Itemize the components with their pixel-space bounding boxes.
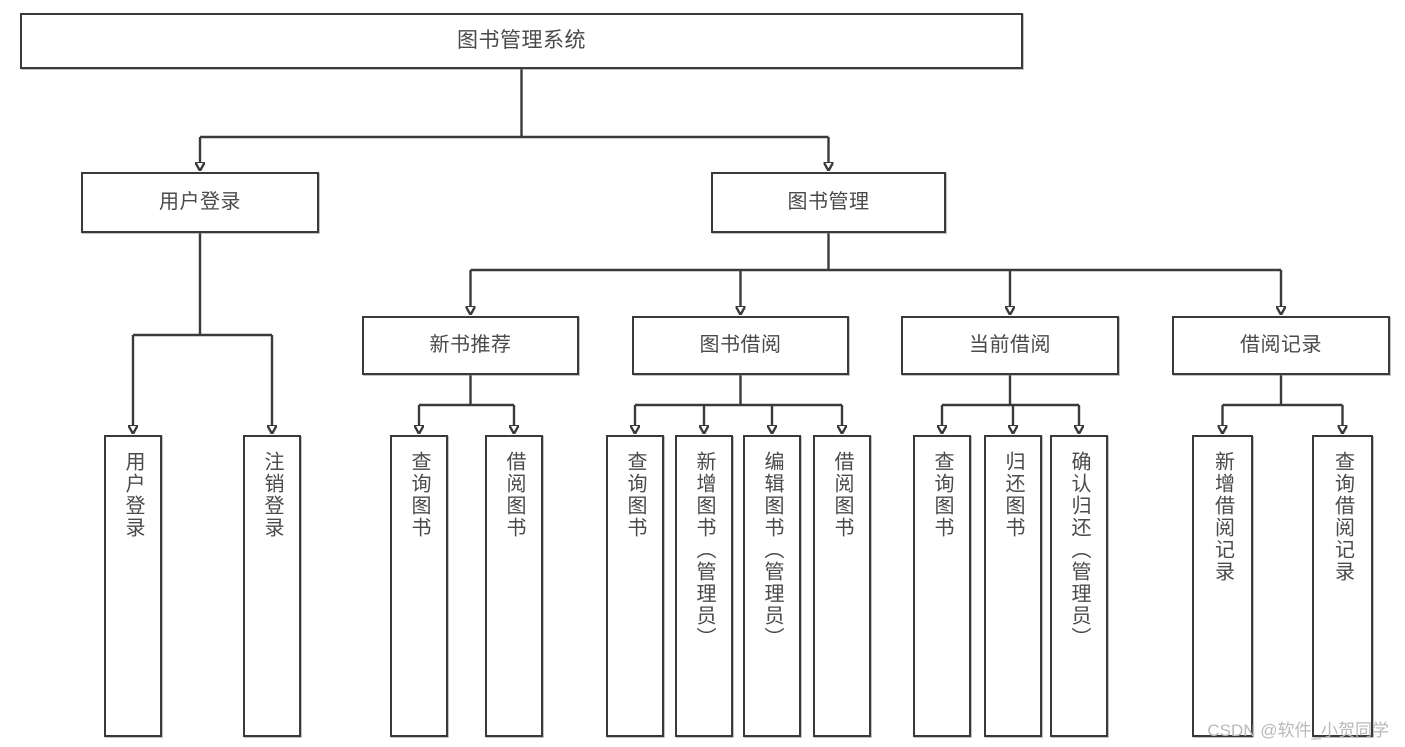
node-label: 查询图书 <box>931 451 953 539</box>
node-level1-0[interactable]: 用户登录 <box>81 172 319 233</box>
node-leaf-4[interactable]: 查询图书 <box>606 435 664 737</box>
node-leaf-0[interactable]: 用户登录 <box>104 435 162 737</box>
node-leaf-10[interactable]: 确认归还（管理员） <box>1050 435 1108 737</box>
node-label: 借阅图书 <box>831 451 853 539</box>
node-label: 注销登录 <box>261 451 283 539</box>
node-level2-3[interactable]: 借阅记录 <box>1172 316 1390 375</box>
node-leaf-12[interactable]: 查询借阅记录 <box>1312 435 1373 737</box>
node-label: 确认归还（管理员） <box>1068 451 1090 649</box>
node-leaf-6[interactable]: 编辑图书（管理员） <box>743 435 801 737</box>
node-label: 图书管理 <box>787 191 870 214</box>
node-label: 当前借阅 <box>969 334 1051 357</box>
node-leaf-5[interactable]: 新增图书（管理员） <box>675 435 733 737</box>
node-leaf-1[interactable]: 注销登录 <box>243 435 301 737</box>
node-label: 图书管理系统 <box>457 29 586 53</box>
node-level2-0[interactable]: 新书推荐 <box>362 316 579 375</box>
node-label: 查询图书 <box>624 451 646 539</box>
node-label: 图书借阅 <box>699 334 782 357</box>
node-label: 借阅记录 <box>1240 334 1322 357</box>
node-label: 用户登录 <box>159 191 241 214</box>
node-level2-1[interactable]: 图书借阅 <box>632 316 849 375</box>
node-leaf-3[interactable]: 借阅图书 <box>485 435 543 737</box>
node-label: 编辑图书（管理员） <box>761 451 783 649</box>
node-leaf-2[interactable]: 查询图书 <box>390 435 448 737</box>
node-root-0[interactable]: 图书管理系统 <box>20 13 1023 69</box>
node-leaf-7[interactable]: 借阅图书 <box>813 435 871 737</box>
node-level2-2[interactable]: 当前借阅 <box>901 316 1119 375</box>
node-leaf-8[interactable]: 查询图书 <box>913 435 971 737</box>
node-label: 借阅图书 <box>503 451 525 539</box>
node-label: 查询图书 <box>408 451 430 539</box>
node-leaf-11[interactable]: 新增借阅记录 <box>1192 435 1253 737</box>
node-label: 新增图书（管理员） <box>693 451 715 649</box>
node-label: 归还图书 <box>1002 451 1024 539</box>
node-label: 新增借阅记录 <box>1211 451 1234 583</box>
node-level1-1[interactable]: 图书管理 <box>711 172 946 233</box>
node-leaf-9[interactable]: 归还图书 <box>984 435 1042 737</box>
node-label: 新书推荐 <box>429 334 512 357</box>
node-label: 查询借阅记录 <box>1331 451 1354 583</box>
node-label: 用户登录 <box>122 451 144 539</box>
watermark-text: CSDN @软件_小贺同学 <box>1207 721 1389 740</box>
